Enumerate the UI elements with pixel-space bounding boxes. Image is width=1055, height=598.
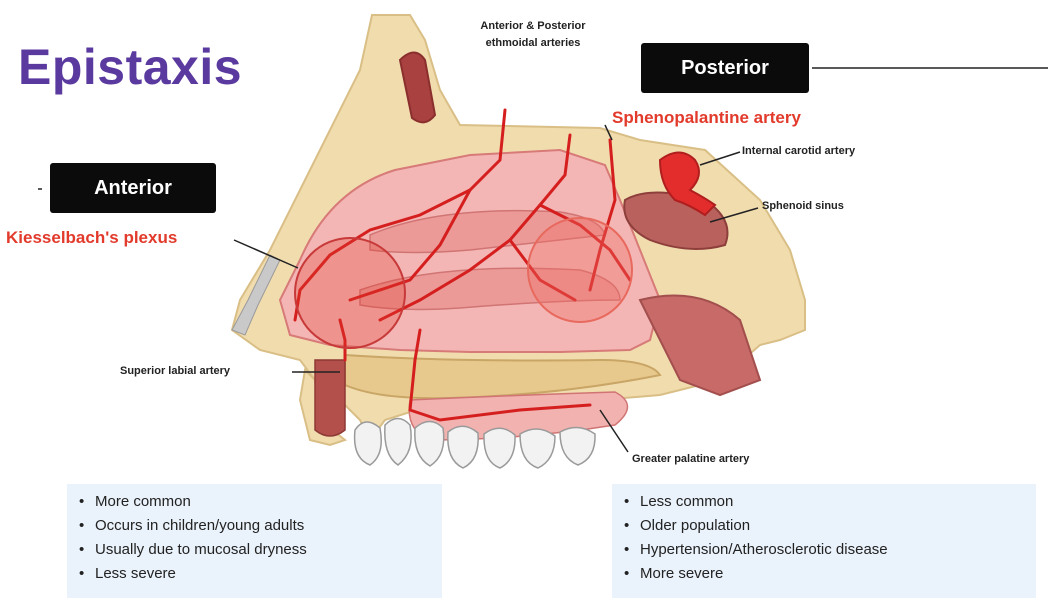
- sphenopalatine-highlight-circle: [528, 218, 632, 322]
- posterior-label: Posterior: [641, 43, 809, 93]
- list-item: Hypertension/Atherosclerotic disease: [612, 538, 1036, 562]
- sphenopalatine-artery-label: Sphenopalantine artery: [612, 108, 801, 128]
- list-item: Occurs in children/young adults: [67, 514, 442, 538]
- list-item: More common: [67, 490, 442, 514]
- sphenoid-sinus-label: Sphenoid sinus: [762, 200, 844, 212]
- superior-labial-label: Superior labial artery: [120, 365, 230, 377]
- internal-carotid-label: Internal carotid artery: [742, 145, 855, 157]
- anterior-features-box: More common Occurs in children/young adu…: [67, 484, 442, 598]
- greater-palatine-label: Greater palatine artery: [632, 453, 749, 465]
- ethmoidal-arteries-label: Anterior & Posterior ethmoidal arteries: [478, 18, 588, 52]
- list-item: Less common: [612, 490, 1036, 514]
- kiesselbach-highlight-circle: [295, 238, 405, 348]
- kiesselbach-plexus-label: Kiesselbach's plexus: [6, 228, 177, 248]
- list-item: More severe: [612, 562, 1036, 586]
- page-title: Epistaxis: [18, 38, 242, 96]
- anterior-label: Anterior: [50, 163, 216, 213]
- list-item: Usually due to mucosal dryness: [67, 538, 442, 562]
- list-item: Less severe: [67, 562, 442, 586]
- posterior-features-box: Less common Older population Hypertensio…: [612, 484, 1036, 598]
- list-item: Older population: [612, 514, 1036, 538]
